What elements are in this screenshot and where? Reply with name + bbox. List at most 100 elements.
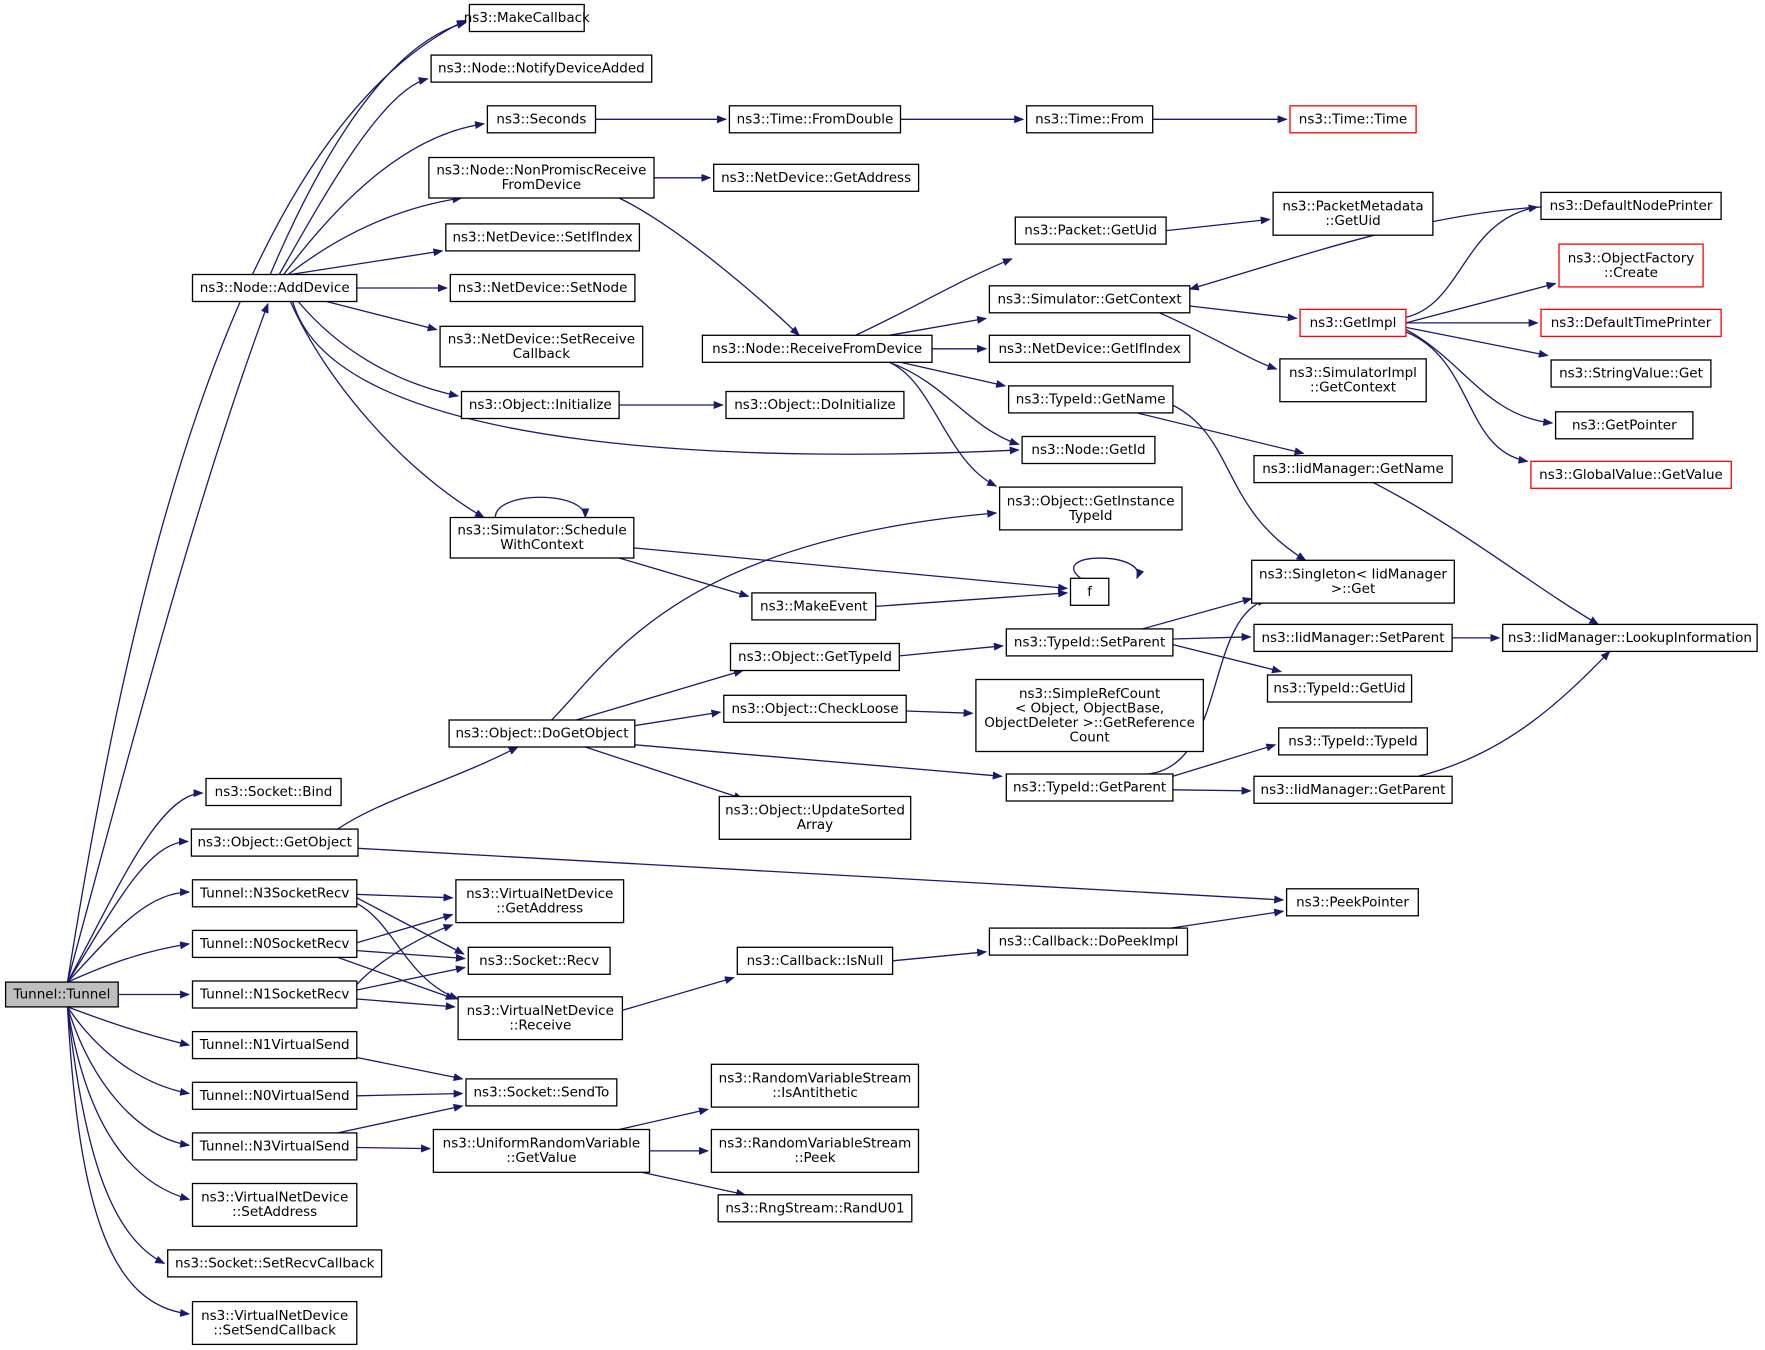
node-stringvalueget[interactable]: ns3::StringValue::Get [1550, 359, 1712, 388]
node-typeidgetuid[interactable]: ns3::TypeId::GetUid [1266, 674, 1413, 703]
node-getpointer[interactable]: ns3::GetPointer [1554, 411, 1694, 440]
node-rvsisantithetic[interactable]: ns3::RandomVariableStream::IsAntithetic [710, 1063, 920, 1108]
node-randu01[interactable]: ns3::RngStream::RandU01 [717, 1194, 913, 1223]
node-box [1251, 559, 1455, 604]
node-n1virtualsend[interactable]: Tunnel::N1VirtualSend [191, 1030, 358, 1060]
node-socketsendto[interactable]: ns3::Socket::SendTo [465, 1078, 618, 1107]
node-label: Tunnel::N3VirtualSend [199, 1138, 350, 1154]
node-notifyadded[interactable]: ns3::Node::NotifyDeviceAdded [430, 54, 653, 83]
node-n3virtualsend[interactable]: Tunnel::N3VirtualSend [191, 1132, 358, 1161]
node-box [1540, 191, 1722, 221]
call-edge [66, 1006, 191, 1201]
call-edge [66, 1006, 166, 1264]
node-label: ns3::Callback::DoPeekImpl [999, 934, 1179, 950]
node-objinitialize[interactable]: ns3::Object::Initialize [460, 390, 620, 420]
node-box [448, 719, 636, 748]
node-urvgetvalue[interactable]: ns3::UniformRandomVariable::GetValue [432, 1128, 651, 1173]
node-fromdouble[interactable]: ns3::Time::FromDouble [728, 105, 902, 134]
node-setifindex[interactable]: ns3::NetDevice::SetIfIndex [445, 223, 641, 252]
node-objdoinitialize[interactable]: ns3::Object::DoInitialize [725, 390, 905, 420]
node-dogetobject[interactable]: ns3::Object::DoGetObject [448, 719, 636, 748]
node-getifindex[interactable]: ns3::NetDevice::GetIfIndex [988, 334, 1191, 363]
node-objfactorycreate[interactable]: ns3::ObjectFactory::Create [1558, 243, 1704, 288]
node-doPeekimpl[interactable]: ns3::Callback::DoPeekImpl [988, 927, 1189, 956]
node-adddevice[interactable]: ns3::Node::AddDevice [191, 273, 358, 303]
call-edge [66, 837, 189, 983]
node-typeidtypeid[interactable]: ns3::TypeId::TypeId [1278, 727, 1428, 756]
node-lookupinfo[interactable]: ns3::IidManager::LookupInformation [1502, 623, 1758, 653]
node-getimpl[interactable]: ns3::GetImpl [1299, 308, 1407, 338]
node-checkloose[interactable]: ns3::Object::CheckLoose [723, 694, 907, 723]
node-peekpointer[interactable]: ns3::PeekPointer [1285, 888, 1419, 917]
node-defaulttimeprinter[interactable]: ns3::DefaultTimePrinter [1540, 308, 1722, 338]
node-iidgetname[interactable]: ns3::IidManager::GetName [1253, 454, 1453, 484]
node-label: ns3::Socket::Bind [215, 784, 333, 800]
node-pmgetuid[interactable]: ns3::PacketMetadata::GetUid [1272, 191, 1434, 236]
node-label: TypeId [1068, 508, 1113, 524]
node-box [988, 927, 1189, 956]
node-label: ns3::MakeEvent [760, 598, 868, 614]
node-objgetobject[interactable]: ns3::Object::GetObject [190, 828, 359, 857]
node-simimplgetcontext[interactable]: ns3::SimulatorImpl::GetContext [1279, 358, 1427, 403]
node-box [445, 223, 641, 252]
node-vndreceive[interactable]: ns3::VirtualNetDevice::Receive [457, 996, 624, 1041]
node-n3socketrecv[interactable]: Tunnel::N3SocketRecv [191, 879, 358, 908]
node-box [1530, 460, 1732, 489]
node-setnode[interactable]: ns3::NetDevice::SetNode [449, 273, 636, 303]
call-edge [67, 1006, 191, 1047]
node-seconds[interactable]: ns3::Seconds [486, 105, 597, 134]
node-root[interactable]: Tunnel::Tunnel [4, 981, 119, 1008]
node-defaultnodeprinter[interactable]: ns3::DefaultNodePrinter [1540, 191, 1722, 221]
node-typeidgetname[interactable]: ns3::TypeId::GetName [1007, 385, 1174, 414]
node-objgettypeid[interactable]: ns3::Object::GetTypeId [729, 642, 900, 672]
node-singletonget[interactable]: ns3::Singleton< IidManager>::Get [1251, 559, 1455, 604]
node-label: ns3::TypeId::GetName [1016, 391, 1166, 407]
call-edge [337, 746, 519, 830]
node-box [1278, 727, 1428, 756]
node-socketbind[interactable]: ns3::Socket::Bind [205, 777, 342, 807]
node-n0virtualsend[interactable]: Tunnel::N0VirtualSend [191, 1081, 358, 1110]
node-socketrecv[interactable]: ns3::Socket::Recv [467, 946, 611, 975]
node-cbisnull[interactable]: ns3::Callback::IsNull [736, 946, 894, 975]
node-iidsetparent[interactable]: ns3::IidManager::SetParent [1253, 623, 1453, 653]
node-vndgetaddress[interactable]: ns3::VirtualNetDevice::GetAddress [455, 879, 625, 924]
call-edge [585, 746, 744, 800]
node-iidgetparent[interactable]: ns3::IidManager::GetParent [1253, 775, 1453, 804]
node-label: ::GetContext [1310, 380, 1396, 396]
node-timefrom[interactable]: ns3::Time::From [1025, 105, 1154, 134]
node-label: ns3::RandomVariableStream [719, 1136, 912, 1152]
node-rvspeek[interactable]: ns3::RandomVariableStream::Peek [710, 1128, 920, 1173]
node-box [1266, 674, 1413, 703]
node-timetime[interactable]: ns3::Time::Time [1289, 105, 1417, 134]
call-edge [576, 669, 744, 721]
node-simplerefcount[interactable]: ns3::SimpleRefCount< Object, ObjectBase,… [975, 678, 1204, 753]
node-label: ns3::PacketMetadata [1282, 199, 1423, 215]
node-packetgetuid[interactable]: ns3::Packet::GetUid [1014, 216, 1167, 245]
call-edge [1405, 326, 1549, 358]
node-makeevent[interactable]: ns3::MakeEvent [751, 592, 877, 621]
node-n0socketrecv[interactable]: Tunnel::N0SocketRecv [191, 929, 358, 959]
node-globalvaluegetvalue[interactable]: ns3::GlobalValue::GetValue [1530, 460, 1732, 489]
node-makecallback[interactable]: ns3::MakeCallback [464, 3, 590, 33]
call-edge [1418, 650, 1611, 777]
node-simgetcontext[interactable]: ns3::Simulator::GetContext [988, 285, 1191, 314]
node-box [998, 486, 1183, 531]
node-label: >::Get [1331, 581, 1375, 597]
node-setrecvcallback[interactable]: ns3::Socket::SetRecvCallback [167, 1249, 383, 1278]
node-typeidgetparent[interactable]: ns3::TypeId::GetParent [1005, 773, 1174, 802]
node-vndsetaddress[interactable]: ns3::VirtualNetDevice::SetAddress [191, 1182, 358, 1227]
node-receivefromdevice[interactable]: ns3::Node::ReceiveFromDevice [701, 334, 933, 363]
node-box [717, 1194, 913, 1223]
node-f[interactable]: f [1069, 577, 1110, 606]
node-typeidsetparent[interactable]: ns3::TypeId::SetParent [1005, 628, 1174, 657]
node-ndgetaddress[interactable]: ns3::NetDevice::GetAddress [713, 163, 920, 192]
node-nodegetid[interactable]: ns3::Node::GetId [1021, 435, 1156, 465]
node-n1socketrecv[interactable]: Tunnel::N1SocketRecv [191, 980, 358, 1009]
node-label: ns3::IidManager::GetName [1262, 461, 1444, 477]
node-vndsetsendcallback[interactable]: ns3::VirtualNetDevice::SetSendCallback [191, 1300, 358, 1346]
